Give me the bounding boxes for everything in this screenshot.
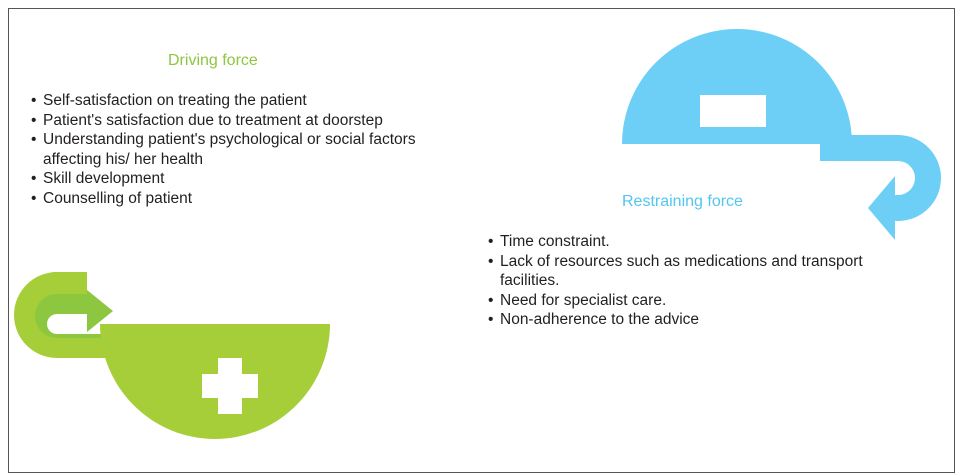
- list-item: Need for specialist care.: [488, 291, 918, 311]
- diagram-frame: [8, 8, 955, 473]
- minus-icon: [700, 95, 766, 127]
- driving-force-list: Self-satisfaction on treating the patien…: [31, 91, 431, 208]
- driving-force-heading: Driving force: [168, 52, 258, 69]
- restraining-half-circle: [622, 29, 852, 144]
- list-item: Self-satisfaction on treating the patien…: [31, 91, 431, 111]
- restraining-force-heading: Restraining force: [622, 193, 743, 210]
- restraining-force-list: Time constraint. Lack of resources such …: [488, 232, 918, 330]
- plus-icon: [202, 358, 258, 414]
- restraining-shape: [622, 29, 941, 240]
- restraining-curved-arrow-icon: [820, 135, 941, 240]
- list-item: Non-adherence to the advice: [488, 310, 918, 330]
- driving-shape: [14, 272, 330, 439]
- list-item: Counselling of patient: [31, 189, 431, 209]
- driving-arrow-shaft: [14, 272, 160, 358]
- list-item: Understanding patient's psychological or…: [31, 130, 431, 169]
- list-item: Time constraint.: [488, 232, 918, 252]
- list-item: Lack of resources such as medications an…: [488, 252, 918, 291]
- list-item: Patient's satisfaction due to treatment …: [31, 111, 431, 131]
- list-item: Skill development: [31, 169, 431, 189]
